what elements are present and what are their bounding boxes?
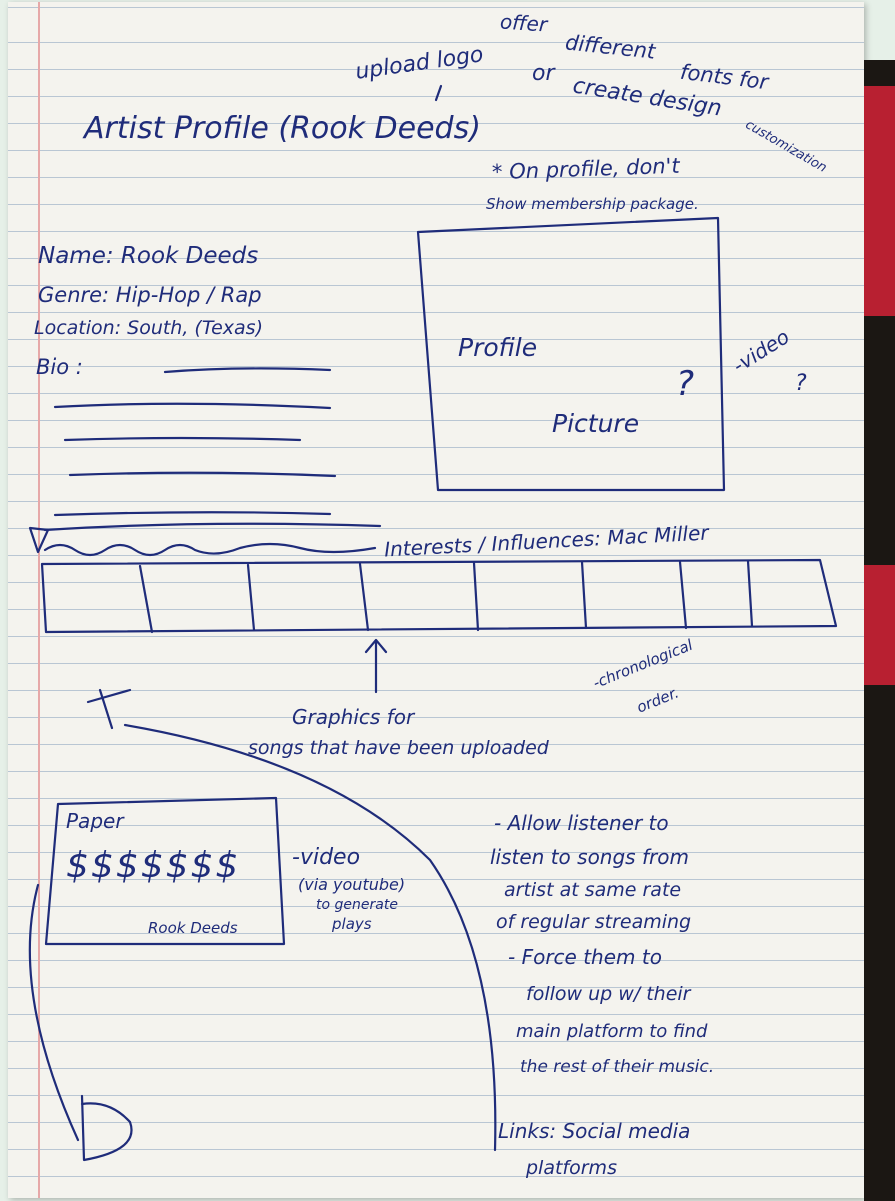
wavy-line <box>43 542 377 557</box>
graphics-label-2: songs that have been uploaded <box>248 737 549 759</box>
graphics-label-1: Graphics for <box>292 705 415 729</box>
force-note-4: the rest of their music. <box>520 1057 715 1077</box>
artist-location: Location: South, (Texas) <box>34 317 263 339</box>
connector-curve <box>123 723 497 1152</box>
allow-note-2: listen to songs from <box>490 845 689 869</box>
allow-note-4: of regular streaming <box>496 911 692 933</box>
or-note: or <box>532 61 555 86</box>
video-question: ? <box>795 371 807 396</box>
song-divider <box>580 560 588 630</box>
artist-name: Name: Rook Deeds <box>38 243 259 269</box>
bio-line <box>53 511 332 517</box>
bio-line <box>68 471 337 478</box>
curved-arrow <box>28 883 80 1142</box>
paper-card-dollars: $$$$$$$ <box>66 845 241 886</box>
songs-strip <box>40 558 838 634</box>
profile-picture-label-2: Picture <box>552 409 640 438</box>
song-divider <box>358 562 370 632</box>
profile-note-line2: Show membership package. <box>486 195 699 213</box>
artist-bio-label: Bio : <box>36 355 83 379</box>
paper-card-artist: Rook Deeds <box>148 919 238 937</box>
bio-line <box>43 522 382 532</box>
x-mark-icon <box>86 688 132 730</box>
paper-card-box <box>44 796 286 946</box>
allow-note-1: - Allow listener to <box>494 811 669 835</box>
bookmark-ribbon-top <box>864 86 895 316</box>
force-note-3: main platform to find <box>516 1021 708 1042</box>
paper-card-video: -video <box>292 845 361 870</box>
song-divider <box>746 559 754 628</box>
song-divider <box>678 560 688 630</box>
song-divider <box>246 563 256 632</box>
song-divider <box>138 564 154 634</box>
notebook-binder <box>864 60 895 1201</box>
artist-genre: Genre: Hip-Hop / Rap <box>38 283 262 307</box>
song-divider <box>472 561 480 632</box>
force-note-2: follow up w/ their <box>526 983 691 1005</box>
bio-line <box>53 402 332 410</box>
page-title: Artist Profile (Rook Deeds) <box>84 111 481 146</box>
caret-mark <box>434 84 443 102</box>
force-note-1: - Force them to <box>508 945 662 969</box>
bio-line <box>63 436 302 442</box>
arrow-up-icon <box>364 638 388 694</box>
paper-card-youtube: (via youtube) <box>298 875 406 894</box>
links-note-2: platforms <box>526 1157 617 1179</box>
links-note-1: Links: Social media <box>498 1119 691 1143</box>
d-mark <box>80 1094 133 1162</box>
paper-card-title: Paper <box>66 809 124 833</box>
bio-line <box>163 367 332 374</box>
profile-picture-box <box>416 216 726 492</box>
paper-card-plays: plays <box>332 915 372 933</box>
margin-line <box>38 2 40 1198</box>
profile-picture-question: ? <box>676 364 695 404</box>
bookmark-ribbon-bottom <box>864 565 895 685</box>
notebook-page <box>8 2 864 1198</box>
paper-card-generate: to generate <box>316 897 398 913</box>
profile-picture-label-1: Profile <box>458 333 538 362</box>
offer-note: offer <box>499 9 548 37</box>
allow-note-3: artist at same rate <box>504 879 682 901</box>
triangle-mark <box>28 526 50 554</box>
